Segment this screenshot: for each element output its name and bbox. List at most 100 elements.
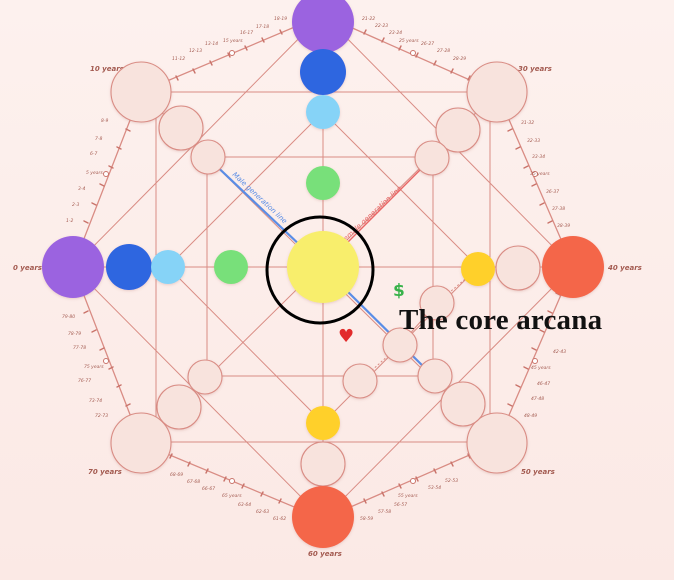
corner-circle-bl-2 <box>156 384 202 430</box>
corner-circle-bl-3 <box>187 359 223 395</box>
svg-text:61-62: 61-62 <box>273 516 286 522</box>
corner-circle-tl-2 <box>158 105 204 151</box>
svg-text:72-73: 72-73 <box>95 413 108 419</box>
top-violet-circle <box>292 0 354 53</box>
money-icon: $ <box>393 281 405 301</box>
svg-text:22-23: 22-23 <box>375 23 388 29</box>
right-red-circle <box>542 236 604 298</box>
corner-circle-tr-3 <box>414 140 450 176</box>
minor-age-labels: 18-19 17-18 16-17 13-14 12-13 11-12 21-2222… <box>62 16 570 522</box>
core-arcana-annotation: The core arcana <box>399 304 603 336</box>
svg-text:62-63: 62-63 <box>256 509 269 515</box>
age-label-25: 25 years <box>399 38 419 44</box>
svg-text:78-79: 78-79 <box>68 331 81 337</box>
corner-circle-bottom-left <box>110 412 172 474</box>
corner-circle-bottom-right <box>466 412 528 474</box>
svg-text:52-53: 52-53 <box>445 478 458 484</box>
left-lightblue-circle <box>151 250 185 284</box>
top-lightblue-circle <box>306 95 340 129</box>
age-label-45: 45 years <box>531 365 551 371</box>
core-highlight-ring <box>265 215 375 325</box>
svg-text:77-78: 77-78 <box>73 345 86 351</box>
svg-text:28-29: 28-29 <box>453 56 466 62</box>
svg-text:13-14: 13-14 <box>205 41 218 47</box>
corner-circle-br-2 <box>440 381 486 427</box>
svg-text:67-68: 67-68 <box>187 479 200 485</box>
core-yellow-circle <box>287 231 359 303</box>
svg-text:8-9: 8-9 <box>101 118 108 124</box>
svg-text:1-2: 1-2 <box>66 218 73 224</box>
svg-text:2-3: 2-3 <box>72 202 79 208</box>
svg-text:37-38: 37-38 <box>552 206 565 212</box>
svg-text:38-39: 38-39 <box>557 223 570 229</box>
svg-text:12-13: 12-13 <box>189 48 202 54</box>
svg-text:76-77: 76-77 <box>78 378 91 384</box>
right-gold-circle <box>461 252 495 286</box>
svg-text:46-47: 46-47 <box>537 381 550 387</box>
right-pale-circle <box>495 245 541 291</box>
top-blue-circle <box>300 49 346 95</box>
svg-text:73-74: 73-74 <box>89 398 102 404</box>
love-money-circle <box>382 327 418 363</box>
age-label-60: 60 years <box>308 550 342 558</box>
corner-circle-br-3 <box>417 358 453 394</box>
age-label-75: 75 years <box>84 364 104 370</box>
svg-text:3-4: 3-4 <box>78 186 85 192</box>
svg-text:42-43: 42-43 <box>553 349 566 355</box>
svg-text:26-27: 26-27 <box>421 41 434 47</box>
female-line-label: Female generation line <box>339 184 404 245</box>
svg-text:57-58: 57-58 <box>378 509 391 515</box>
corner-circle-tl-3 <box>190 139 226 175</box>
svg-text:31-32: 31-32 <box>521 120 534 126</box>
corner-circle-top-left <box>110 61 172 123</box>
age-label-15: 15 years <box>223 38 243 44</box>
age-label-65: 65 years <box>222 493 242 499</box>
left-blue-circle <box>106 244 152 290</box>
corner-circle-tr-2 <box>435 107 481 153</box>
svg-text:21-22: 21-22 <box>362 16 375 22</box>
age-label-55: 55 years <box>398 493 418 499</box>
svg-text:68-69: 68-69 <box>170 472 183 478</box>
male-generation-line-lower <box>342 286 434 377</box>
svg-text:11-12: 11-12 <box>172 56 185 62</box>
svg-text:56-57: 56-57 <box>394 502 407 508</box>
age-label-35: 35 years <box>530 171 550 177</box>
age-label-5: 5 years <box>86 170 103 176</box>
svg-text:7-8: 7-8 <box>95 136 102 142</box>
svg-text:18-19: 18-19 <box>274 16 287 22</box>
age-label-10: 10 years <box>90 65 124 73</box>
svg-text:33-34: 33-34 <box>532 154 545 160</box>
svg-text:17-18: 17-18 <box>256 24 269 30</box>
svg-text:79-80: 79-80 <box>62 314 75 320</box>
love-circle <box>342 363 378 399</box>
svg-text:23-24: 23-24 <box>389 30 402 36</box>
left-green-circle <box>214 250 248 284</box>
pale-circles <box>110 61 541 487</box>
bottom-gold-circle <box>306 406 340 440</box>
top-green-circle <box>306 166 340 200</box>
age-label-30: 30 years <box>518 65 552 73</box>
svg-text:58-59: 58-59 <box>360 516 373 522</box>
corner-circle-top-right <box>466 61 528 123</box>
svg-text:63-64: 63-64 <box>238 502 251 508</box>
svg-text:16-17: 16-17 <box>240 30 253 36</box>
heart-icon: ♥ <box>338 326 354 347</box>
svg-text:36-37: 36-37 <box>546 189 559 195</box>
svg-text:32-33: 32-33 <box>527 138 540 144</box>
svg-text:6-7: 6-7 <box>90 151 97 157</box>
energy-circles <box>42 0 604 548</box>
svg-text:53-54: 53-54 <box>428 485 441 491</box>
left-violet-circle <box>42 236 104 298</box>
age-label-70: 70 years <box>88 468 122 476</box>
bottom-red-circle <box>292 486 354 548</box>
bottom-pale-circle <box>300 441 346 487</box>
age-label-40: 40 years <box>608 264 642 272</box>
age-label-50: 50 years <box>521 468 555 476</box>
age-label-0: 0 years <box>13 264 42 272</box>
svg-text:47-48: 47-48 <box>531 396 544 402</box>
svg-text:48-49: 48-49 <box>524 413 537 419</box>
svg-text:66-67: 66-67 <box>202 486 215 492</box>
svg-text:27-28: 27-28 <box>437 48 450 54</box>
